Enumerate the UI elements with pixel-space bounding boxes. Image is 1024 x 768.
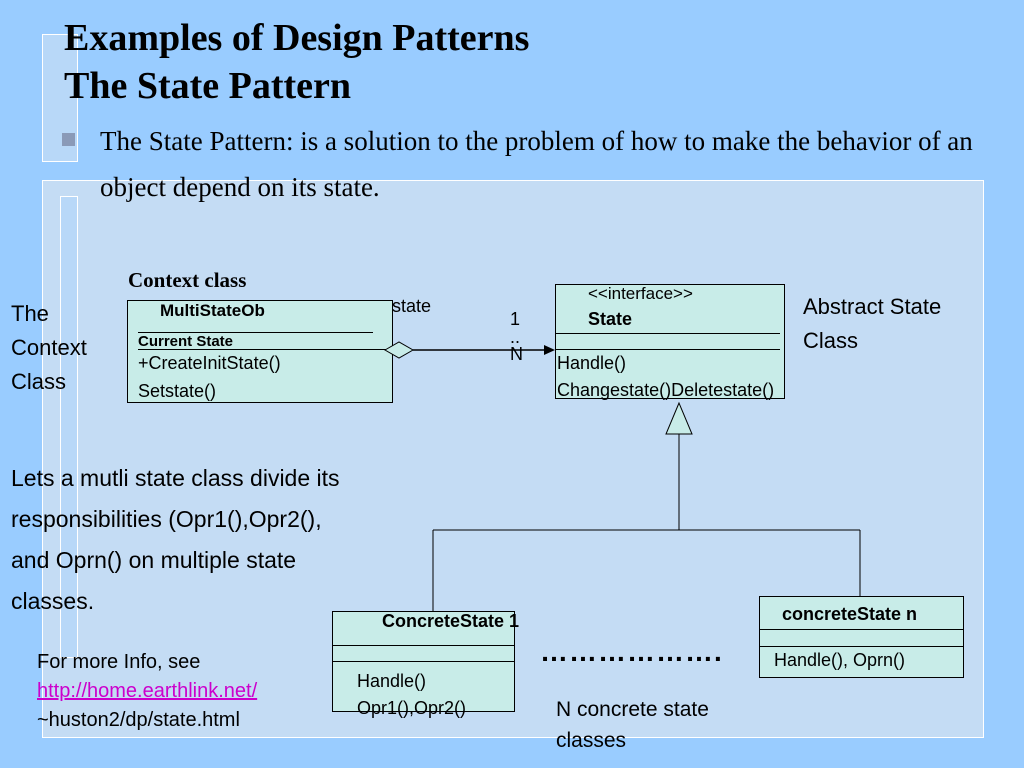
label-line: Context (11, 335, 87, 360)
description-line: and Oprn() on multiple state (11, 547, 297, 573)
context-class-methods: +CreateInitState() Setstate() (138, 349, 281, 405)
arrowhead-icon (544, 345, 555, 355)
label-line: N concrete state (556, 698, 709, 721)
class-divider (556, 333, 780, 334)
label-line: classes (556, 729, 627, 752)
class-divider (760, 629, 963, 630)
description-line: responsibilities (Opr1(),Opr2(), (11, 506, 322, 532)
concrete-state-n-method: Handle(), Oprn() (774, 650, 906, 670)
class-divider (138, 332, 373, 333)
context-class-heading: Context class (128, 268, 247, 292)
method: Handle() (357, 671, 427, 691)
method: Setstate() (138, 381, 217, 401)
multiplicity-label: 1 .. N (510, 308, 523, 366)
class-divider (333, 645, 514, 646)
context-class-name: MultiStateOb (160, 301, 265, 320)
label-line: Abstract State (803, 294, 942, 319)
aggregation-diamond-icon (383, 341, 415, 359)
title-line-1: Examples of Design Patterns (64, 17, 530, 59)
context-class-attribute: Current State (138, 333, 234, 350)
association-connector (383, 341, 555, 359)
state-stereotype: <<interface>> (588, 284, 693, 303)
info-suffix: ~huston2/dp/state.html (37, 709, 240, 731)
state-methods: Handle() Changestate()Deletestate() (557, 350, 774, 404)
title-line-2: The State Pattern (64, 65, 352, 107)
bullet-square-icon (62, 133, 75, 146)
concrete-state-n-name: concreteState n (782, 604, 918, 624)
method: Opr1(),Opr2() (357, 698, 467, 718)
concrete-state-1-name: ConcreteState 1 (382, 611, 520, 631)
method: +CreateInitState() (138, 353, 281, 373)
decorative-bar-top (42, 34, 78, 162)
concrete-state-1-box (332, 611, 515, 712)
bullet-text: The State Pattern: is a solution to the … (100, 126, 973, 202)
abstract-state-class-label: Abstract State Class (803, 290, 941, 358)
class-divider (333, 661, 514, 662)
decorative-bar-left (60, 196, 78, 658)
concrete-state-n-box: concreteState n Handle(), Oprn() (759, 596, 964, 678)
inheritance-connector (432, 401, 861, 612)
multiplicity-part: .. (510, 327, 521, 347)
description-line: classes. (11, 588, 95, 614)
info-prefix: For more Info, see (37, 651, 201, 673)
ellipsis: ………………. (540, 636, 723, 667)
slide-title: Examples of Design Patterns The State Pa… (64, 14, 529, 110)
multiplicity-part: N (510, 344, 523, 364)
concrete-state-1-methods: Handle() Opr1(),Opr2() (357, 668, 466, 722)
the-context-class-label: The Context Class (11, 297, 87, 399)
method: Changestate()Deletestate() (557, 380, 775, 400)
class-divider (760, 646, 963, 647)
method: Handle() (557, 353, 627, 373)
state-interface-box: <<interface>> State (555, 284, 785, 399)
context-class-box: MultiStateOb Current State +CreateInitSt… (127, 300, 393, 403)
description-line: Lets a mutli state class divide its (11, 465, 340, 491)
n-concrete-label: N concrete state classes (556, 694, 709, 756)
label-line: The (11, 301, 49, 326)
description-text: Lets a mutli state class divide its resp… (11, 458, 340, 622)
label-line: Class (803, 328, 859, 353)
multiplicity-part: 1 (510, 309, 521, 329)
label-line: Class (11, 369, 67, 394)
inheritance-triangle-icon (665, 401, 693, 435)
more-info: For more Info, see http://home.earthlink… (37, 648, 257, 735)
state-association-label: state (392, 296, 432, 316)
class-divider (138, 349, 392, 350)
info-link[interactable]: http://home.earthlink.net/ (37, 680, 258, 702)
class-divider (556, 349, 780, 350)
state-class-name: State (588, 309, 633, 329)
